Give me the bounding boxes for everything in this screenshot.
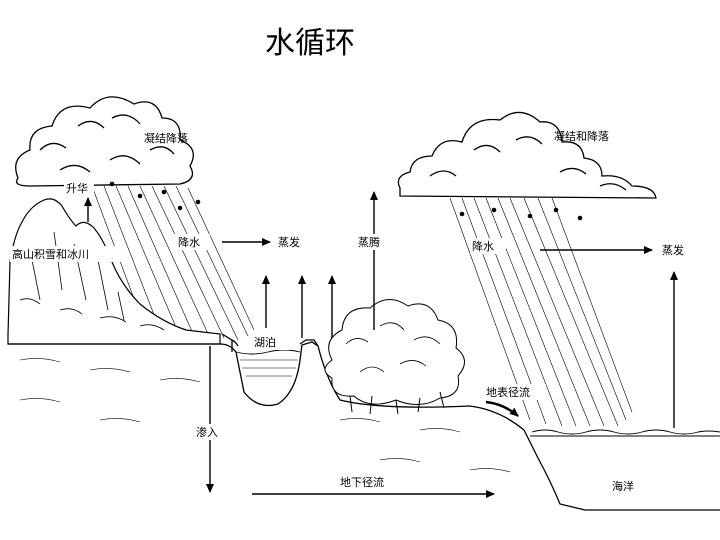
diagram-title: 水循环	[265, 26, 355, 61]
label-lake: 湖泊	[254, 336, 276, 349]
label-groundwater-flow: 地下径流	[340, 475, 384, 489]
right-cloud	[397, 111, 657, 199]
label-surface-runoff: 地表径流	[486, 385, 530, 399]
label-precipitation-right: 降水	[472, 239, 494, 253]
trees	[324, 299, 465, 415]
left-cloud	[15, 96, 194, 187]
label-precipitation-left: 降水	[178, 235, 200, 249]
arrows	[84, 191, 678, 498]
label-evaporation-right: 蒸发	[662, 243, 684, 257]
label-evaporation-left: 蒸发	[278, 235, 300, 249]
label-condense-left: 凝结降落	[144, 131, 188, 145]
label-snow-glacier: 高山积雪和冰川	[12, 247, 89, 261]
label-condense-right: 凝结和降落	[554, 129, 609, 143]
label-transpiration: 蒸腾	[358, 235, 380, 249]
label-ocean: 海洋	[612, 479, 634, 493]
terrain	[8, 333, 720, 511]
label-sublimation: 升华	[66, 181, 88, 195]
labels: 凝结降落 升华 高山积雪和冰川 降水 蒸发 蒸腾 湖泊 渗入 地下径流 地表径流…	[10, 129, 684, 493]
label-infiltration: 渗入	[196, 425, 218, 439]
surface-runoff-arrow	[485, 400, 519, 417]
